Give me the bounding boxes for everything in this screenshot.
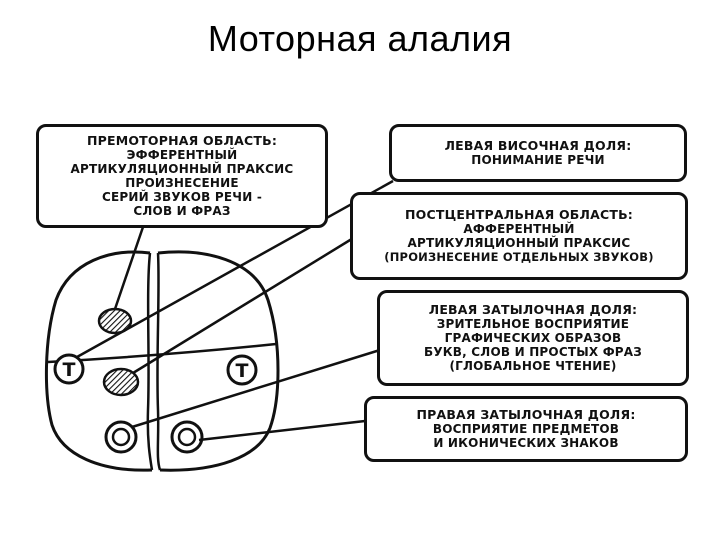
postcentral-zone-marker (102, 367, 140, 397)
page-title: Моторная алалия (207, 18, 513, 59)
right-occipital-box: ПРАВАЯ ЗАТЫЛОЧНАЯ ДОЛЯ: ВОСПРИЯТИЕ ПРЕДМ… (364, 396, 688, 462)
connector-postcentral (132, 235, 356, 375)
premotor-line: СЕРИЙ ЗВУКОВ РЕЧИ - (101, 190, 262, 204)
premotor-heading: ПРЕМОТОРНАЯ ОБЛАСТЬ: (86, 133, 278, 148)
left-temporal-box: ЛЕВАЯ ВИСОЧНАЯ ДОЛЯ: ПОНИМАНИЕ РЕЧИ (389, 124, 687, 182)
postcentral-line: АРТИКУЛЯЦИОННЫЙ ПРАКСИС (407, 236, 631, 250)
right-occipital-line: И ИКОНИЧЕСКИХ ЗНАКОВ (433, 436, 619, 450)
left-occipital-box: ЛЕВАЯ ЗАТЫЛОЧНАЯ ДОЛЯ: ЗРИТЕЛЬНОЕ ВОСПРИ… (377, 290, 689, 386)
right-occipital-line: ВОСПРИЯТИЕ ПРЕДМЕТОВ (432, 422, 620, 436)
premotor-line: АРТИКУЛЯЦИОННЫЙ ПРАКСИС (70, 162, 294, 176)
right-occipital-marker-inner (177, 427, 197, 447)
left-occipital-heading: ЛЕВАЯ ЗАТЫЛОЧНАЯ ДОЛЯ: (428, 302, 638, 317)
left-temporal-label: T (63, 359, 76, 381)
left-hemisphere (44, 250, 153, 472)
premotor-line: СЛОВ И ФРАЗ (133, 204, 231, 218)
left-occipital-marker-inner (111, 427, 131, 447)
right-temporal-marker (226, 354, 258, 386)
right-occipital-heading: ПРАВАЯ ЗАТЫЛОЧНАЯ ДОЛЯ: (416, 407, 636, 422)
connector-left-temporal (76, 179, 394, 359)
central-fissure (146, 252, 162, 471)
left-temporal-marker (53, 353, 85, 385)
postcentral-heading: ПОСТЦЕНТРАЛЬНАЯ ОБЛАСТЬ: (404, 207, 633, 222)
right-hemisphere (157, 250, 280, 472)
connector-right-occipital (198, 419, 366, 442)
premotor-line: ПРОИЗНЕСЕНИЕ (125, 176, 239, 190)
left-occipital-line: ГРАФИЧЕСКИХ ОБРАЗОВ (444, 331, 622, 345)
connector-premotor (113, 226, 145, 310)
right-temporal-label: T (236, 360, 249, 382)
premotor-box: ПРЕМОТОРНАЯ ОБЛАСТЬ: ЭФФЕРЕНТНЫЙ АРТИКУЛ… (36, 124, 328, 228)
left-temporal-line: ПОНИМАНИЕ РЕЧИ (471, 153, 605, 167)
left-occipital-marker-outer (104, 420, 138, 454)
left-occipital-line: БУКВ, СЛОВ И ПРОСТЫХ ФРАЗ (423, 345, 642, 359)
left-occipital-line: (ГЛОБАЛЬНОЕ ЧТЕНИЕ) (449, 359, 617, 373)
postcentral-line: АФФЕРЕНТНЫЙ (463, 222, 575, 236)
postcentral-box: ПОСТЦЕНТРАЛЬНАЯ ОБЛАСТЬ: АФФЕРЕНТНЫЙ АРТ… (350, 192, 688, 280)
premotor-line: ЭФФЕРЕНТНЫЙ (126, 148, 238, 162)
right-occipital-marker-outer (170, 420, 204, 454)
left-temporal-heading: ЛЕВАЯ ВИСОЧНАЯ ДОЛЯ: (444, 138, 632, 153)
left-occipital-line: ЗРИТЕЛЬНОЕ ВОСПРИЯТИЕ (436, 317, 630, 331)
postcentral-line: (ПРОИЗНЕСЕНИЕ ОТДЕЛЬНЫХ ЗВУКОВ) (384, 250, 654, 264)
connector-left-occipital (131, 348, 381, 429)
